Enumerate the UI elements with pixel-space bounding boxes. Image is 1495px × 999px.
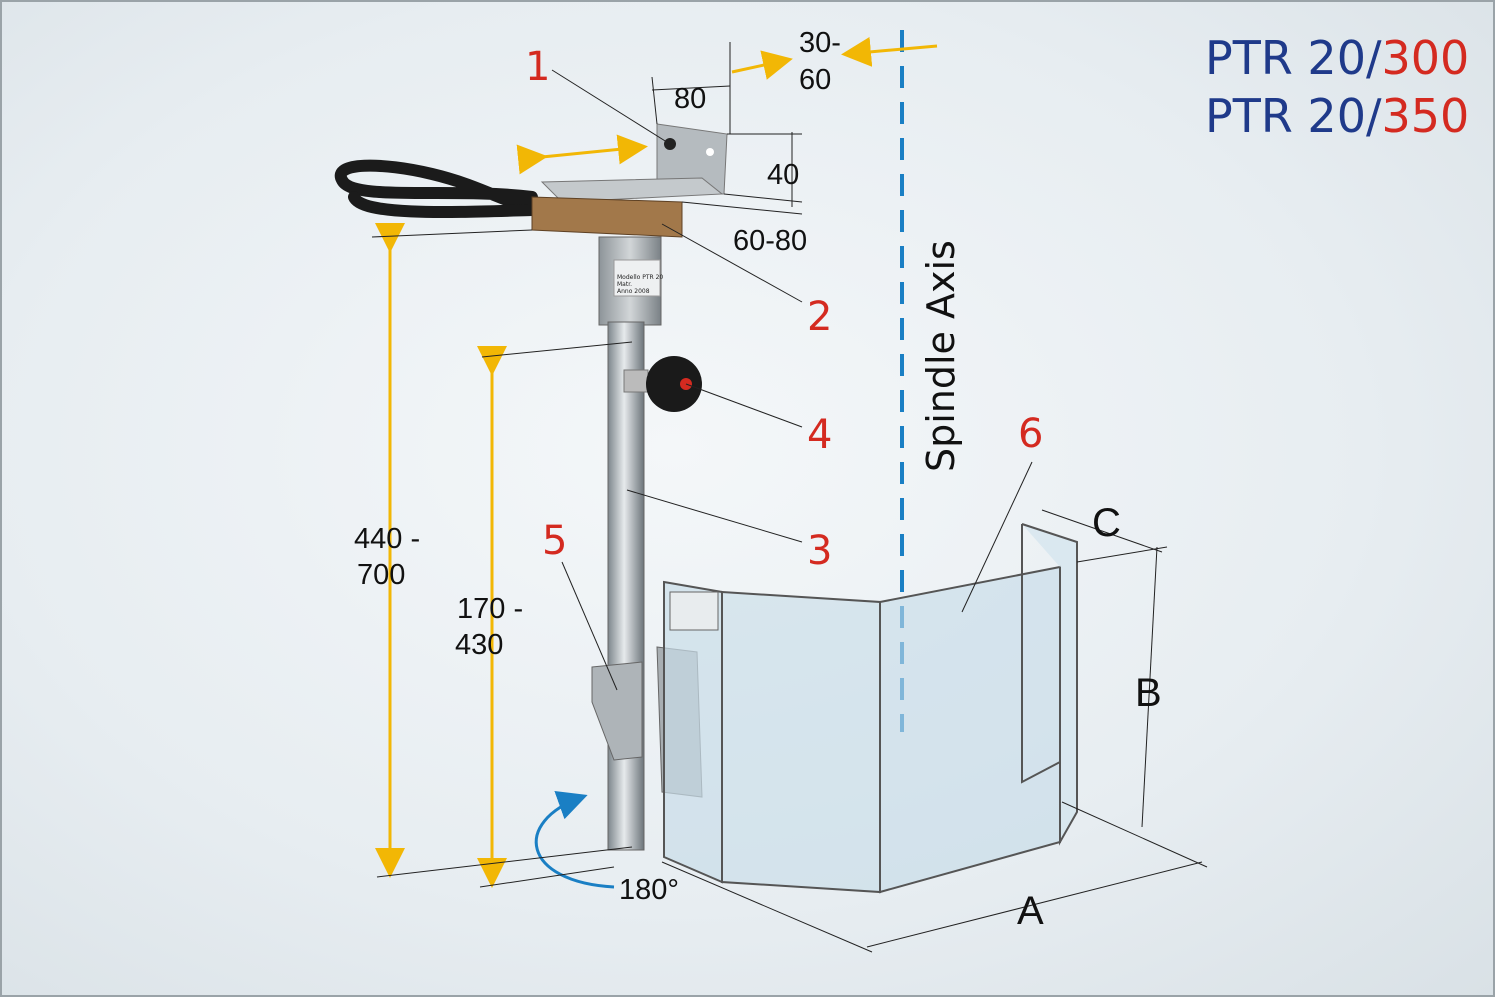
locking-knob <box>623 356 702 412</box>
spindle-axis-label: Spindle Axis <box>919 240 963 472</box>
dim-total-height-2: 700 <box>357 559 405 591</box>
callout-5: 5 <box>542 518 567 564</box>
dim-bracket-height: 40 <box>767 159 799 191</box>
transparent-guard <box>663 523 1078 894</box>
dim-axis-offset-1: 30- <box>799 27 841 59</box>
model-suffix: 300 <box>1381 31 1469 85</box>
guard-dim-a: A <box>1017 889 1044 933</box>
device-label-year: Anno 2008 <box>617 288 650 295</box>
dim-rotation: 180° <box>619 874 679 906</box>
dim-rod-height-1: 170 - <box>457 593 523 625</box>
callout-3: 3 <box>807 528 832 574</box>
dim-total-height-1: 440 - <box>354 523 420 555</box>
callout-6: 6 <box>1018 411 1043 457</box>
model-title-2: PTR 20/350 <box>1205 89 1469 143</box>
dim-body-depth: 60-80 <box>733 225 807 257</box>
dim-bracket-width: 80 <box>674 83 706 115</box>
guard-dim-b: B <box>1135 671 1162 715</box>
guard-dim-c: C <box>1092 501 1121 545</box>
callout-1: 1 <box>525 44 550 90</box>
cable <box>334 159 538 219</box>
device-label-serial: Matr. <box>617 281 632 288</box>
dimension-arrows <box>375 36 938 888</box>
dim-rod-height-2: 430 <box>455 629 503 661</box>
sensor-body: Modello PTR 20 Matr. Anno 2008 <box>598 236 663 326</box>
callout-4: 4 <box>807 412 832 458</box>
model-title-1: PTR 20/300 <box>1205 31 1469 85</box>
dim-axis-offset-2: 60 <box>799 64 831 96</box>
device-label-model: Modello PTR 20 <box>617 274 663 281</box>
mounting-bracket <box>531 123 728 238</box>
rotation-arrow <box>534 790 615 889</box>
model-prefix: PTR 20/ <box>1205 89 1382 143</box>
model-suffix: 350 <box>1381 89 1469 143</box>
rod <box>607 321 645 851</box>
leader-lines <box>371 42 1208 953</box>
model-prefix: PTR 20/ <box>1205 31 1382 85</box>
callout-2: 2 <box>807 294 832 340</box>
